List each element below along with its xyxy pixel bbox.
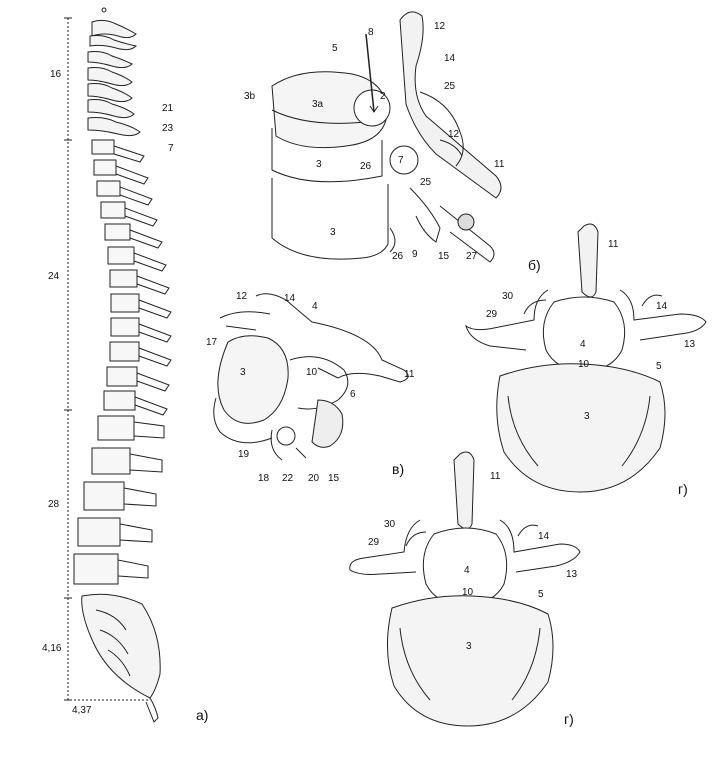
label-v-14: 14 [284,293,296,304]
label-b-14: 14 [444,53,456,64]
label-b-11: 11 [494,159,505,170]
label-g2-14: 14 [538,531,550,542]
panel-label-v: в) [392,461,405,477]
label-b-25-top: 25 [444,81,456,92]
label-v-20: 20 [308,473,320,484]
label-sacrum-count: 4,16 [42,643,62,654]
label-b-2: 2 [380,91,386,102]
label-g2-11: 11 [490,471,501,482]
label-g1-14: 14 [656,301,668,312]
label-g1-29: 29 [486,309,498,320]
label-g1-11: 11 [608,239,619,250]
thoracic-vertebrae [91,139,172,416]
label-g1-3: 3 [584,411,590,422]
label-b-9: 9 [412,249,418,260]
sacrum-coccyx [81,593,161,723]
thoracic-lateral-drawing [271,11,502,263]
panel-label-g-upper: г) [678,481,688,497]
label-v-11: 11 [404,369,415,380]
label-v-15: 15 [328,473,340,484]
label-v-6: 6 [350,389,356,400]
label-b-25-bottom: 25 [420,177,432,188]
vertebra-oblique-drawing [213,293,409,461]
label-g2-30: 30 [384,519,396,530]
label-b-5: 5 [332,43,338,54]
label-coccyx-count: 4,37 [72,705,92,716]
panel-label-b: б) [528,257,541,273]
label-b-15: 15 [438,251,450,262]
label-v-3: 3 [240,367,246,378]
label-spine-21: 21 [162,103,174,114]
label-lumbar-count: 28 [48,499,60,510]
label-g2-13: 13 [566,569,578,580]
label-v-4: 4 [312,301,318,312]
lumbar-superior-drawing-1 [465,223,707,493]
label-cervical-count: 16 [50,69,62,80]
label-g2-29: 29 [368,537,380,548]
label-thoracic-count: 24 [48,271,60,282]
panel-label-a: а) [196,707,209,723]
label-g1-10: 10 [578,359,590,370]
label-spine-7: 7 [168,143,174,154]
label-b-26-top: 26 [360,161,372,172]
label-b-3-lower: 3 [330,227,336,238]
label-g1-13: 13 [684,339,696,350]
panel-label-g-lower: г) [564,711,574,727]
label-v-12: 12 [236,291,248,302]
label-spine-23: 23 [162,123,174,134]
vertebral-column-drawing [64,7,172,723]
label-v-10: 10 [306,367,318,378]
label-b-27: 27 [466,251,478,262]
lumbar-vertebrae [73,415,165,585]
label-v-22: 22 [282,473,294,484]
label-b-3-upper: 3 [316,159,322,170]
label-g2-3: 3 [466,641,472,652]
label-v-19: 19 [238,449,250,460]
label-b-12-top: 12 [434,21,446,32]
label-b-7: 7 [398,155,404,166]
label-b-3b: 3b [244,91,256,102]
cervical-vertebrae [87,19,141,137]
label-g2-5: 5 [538,589,544,600]
label-g1-4: 4 [580,339,586,350]
label-g1-5: 5 [656,361,662,372]
label-g1-30: 30 [502,291,514,302]
label-b-12-mid: 12 [448,129,460,140]
label-b-26-bottom: 26 [392,251,404,262]
label-b-3a: 3a [312,99,324,110]
label-g2-4: 4 [464,565,470,576]
label-v-18: 18 [258,473,270,484]
lumbar-superior-drawing-2 [349,451,581,727]
label-g2-10: 10 [462,587,474,598]
label-v-17: 17 [206,337,218,348]
label-b-8: 8 [368,27,374,38]
